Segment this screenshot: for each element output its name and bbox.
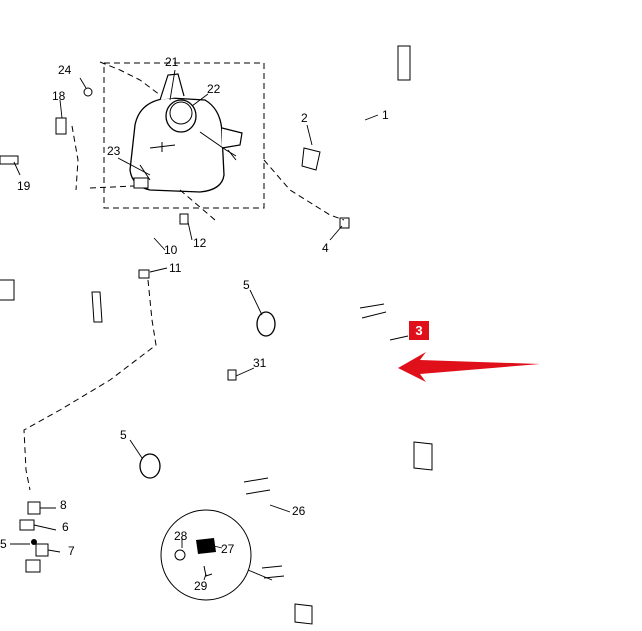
highlight-arrow [398,352,540,382]
pipe-left-partial [0,279,103,323]
part-label-22: 22 [207,82,221,96]
part-label-7: 7 [68,544,75,558]
part-label-10: 10 [164,243,178,257]
part-label-18: 18 [52,89,66,103]
part-label-2: 2 [301,111,308,125]
part-label-5-middle: 5 [120,428,127,442]
routing-line-tank-to-hose-1 [263,159,345,221]
hose-part-10 [138,213,190,279]
part-label-5-upper: 5 [243,278,250,292]
fitting-detail-circle [160,509,273,601]
hose-part-3 [252,217,433,471]
part-label-4: 4 [322,241,329,255]
hose-part-26 [138,368,313,625]
part-label-6: 6 [62,520,69,534]
highlight-badge-label: 3 [415,323,422,338]
highlight-badge-bg [409,321,429,340]
expansion-tank [129,73,243,193]
routing-line-tank-to-hose-10 [179,189,216,221]
hose-part-1 [301,45,411,171]
part-label-5-lower: 5 [0,537,7,551]
routing-line-left-vertical [23,279,157,491]
pipe-assembly-6-7-8 [19,477,83,631]
part-label-21: 21 [165,55,179,69]
part-label-28: 28 [174,529,188,543]
part-label-26: 26 [292,504,306,518]
part-label-31: 31 [253,356,267,370]
part-label-19: 19 [17,179,31,193]
expansion-tank-cap [165,99,197,133]
part-label-27: 27 [221,542,235,556]
expansion-tank-box [103,62,265,209]
part-label-11: 11 [169,261,182,275]
hose-part-18 [0,87,93,165]
callout-leaders [10,69,409,581]
part-label-1: 1 [382,108,389,122]
part-label-23: 23 [107,144,121,158]
routing-line-18-to-tank [71,61,161,191]
part-label-29: 29 [194,579,208,593]
part-label-12: 12 [193,236,207,250]
part-label-8: 8 [60,498,67,512]
part-label-24: 24 [58,63,72,77]
